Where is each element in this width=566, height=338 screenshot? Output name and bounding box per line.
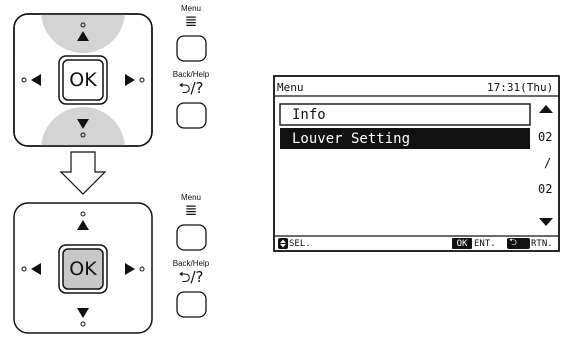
scroll-down-icon[interactable]	[539, 218, 553, 226]
top-up-highlight	[41, 14, 125, 53]
bottom-menu-button[interactable]	[176, 224, 207, 251]
return-icon	[507, 238, 530, 249]
left-arrow-icon[interactable]	[31, 263, 41, 275]
updown-icon	[278, 238, 288, 249]
top-ok-button[interactable]	[58, 55, 108, 105]
return-glyph-icon: ⮌	[509, 237, 518, 248]
bottom-back-help-caption: Back/Help	[172, 259, 210, 268]
menu-item-louver-setting[interactable]	[280, 128, 530, 149]
page-total: 02	[538, 182, 553, 196]
bottom-dpad	[13, 202, 153, 334]
down-arrow-icon[interactable]	[77, 308, 89, 318]
page-current: 02	[538, 130, 553, 144]
page-separator: /	[544, 156, 552, 170]
back-help-icon: ⮌/?	[178, 268, 204, 286]
scroll-up-icon[interactable]	[539, 105, 553, 113]
top-ok-label: OK	[69, 69, 97, 91]
footer-ok-key: OK	[456, 239, 468, 249]
menu-list-icon: ≣	[184, 12, 198, 30]
top-back-help-caption: Back/Help	[172, 70, 210, 79]
menu-list-icon: ≣	[184, 201, 198, 219]
bottom-ok-label: OK	[69, 258, 97, 280]
up-arrow-icon[interactable]	[77, 220, 89, 230]
screen-title: Menu	[277, 81, 304, 94]
back-help-icon: ⮌/?	[178, 79, 204, 97]
transition-down-arrow-icon	[59, 151, 107, 195]
right-arrow-icon[interactable]	[125, 74, 135, 86]
menu-item-label: Louver Setting	[292, 131, 411, 147]
bottom-back-help-button[interactable]	[176, 291, 207, 318]
top-down-highlight	[41, 107, 125, 146]
footer-ent: ENT.	[474, 239, 496, 249]
ok-key-icon	[452, 238, 472, 249]
top-menu-button[interactable]	[176, 35, 207, 62]
footer-rtn: RTN.	[531, 239, 553, 249]
footer-sel: SEL.	[289, 239, 311, 249]
screen-clock: 17:31(Thu)	[487, 81, 554, 94]
up-arrow-icon[interactable]	[77, 31, 89, 41]
bottom-menu-caption: Menu	[180, 193, 201, 202]
right-arrow-icon[interactable]	[125, 263, 135, 275]
lcd-screen	[273, 75, 560, 252]
top-dpad	[13, 13, 153, 147]
left-arrow-icon[interactable]	[31, 74, 41, 86]
down-arrow-icon[interactable]	[77, 119, 89, 129]
top-menu-caption: Menu	[180, 4, 201, 13]
menu-item-label: Info	[292, 107, 326, 123]
top-back-help-button[interactable]	[176, 102, 207, 129]
menu-item-info[interactable]	[279, 103, 531, 126]
